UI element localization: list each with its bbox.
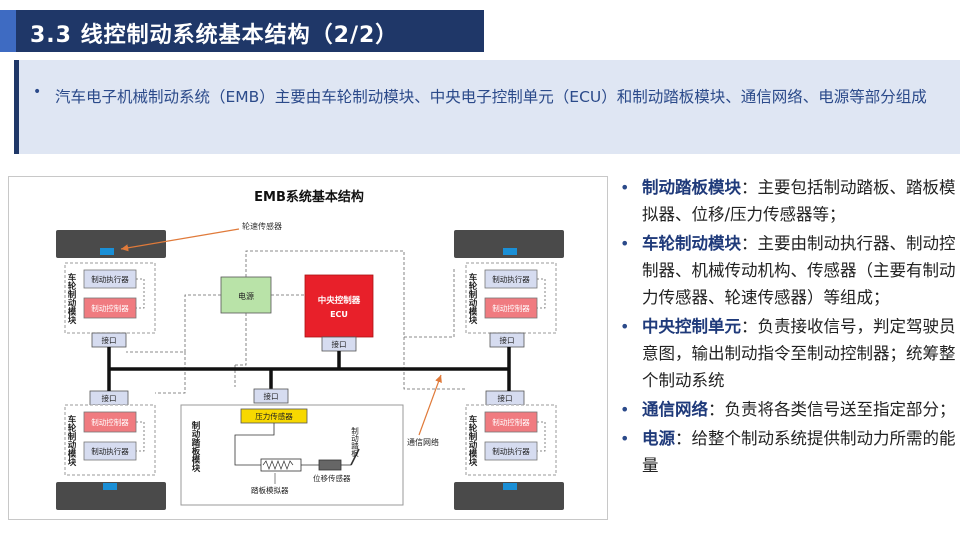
- tire-rear-right: [454, 482, 564, 510]
- list-item: • 通信网络：负责将各类信号送至指定部分；: [614, 396, 958, 423]
- bullet-icon: •: [620, 234, 630, 253]
- intro-box: • 汽车电子机械制动系统（EMB）主要由车轮制动模块、中央电子控制单元（ECU）…: [14, 60, 960, 154]
- power-block: 电源: [220, 276, 272, 314]
- tire-front-right: [454, 230, 564, 258]
- displacement-sensor-label: 位移传感器: [313, 473, 351, 483]
- controller-label: 制动控制器: [492, 303, 530, 313]
- actuator-label: 制动执行器: [91, 446, 129, 456]
- wheel-module-label: 车轮制动模块: [467, 414, 477, 467]
- wheel-speed-arrow: [120, 228, 240, 252]
- title-bar: 3.3 线控制动系统基本结构（2/2）: [0, 10, 484, 52]
- interface-label: 接口: [102, 335, 117, 345]
- tire-rear-left: [56, 482, 166, 510]
- pressure-sensor-label: 压力传感器: [255, 411, 293, 421]
- list-item-text: ：负责接收信号，判定驾驶员意图，输出制动指令至制动控制器；统筹整个制动系统: [642, 317, 956, 390]
- diagram-title: EMB系统基本结构: [254, 189, 364, 205]
- actuator-label: 制动执行器: [91, 274, 129, 284]
- title-accent: [0, 10, 16, 52]
- controller-label: 制动控制器: [492, 417, 530, 427]
- pedal-module: 接口 制动踏板模块 压力传感器 踏板模拟器 位移传感器 制动踏板: [180, 388, 404, 506]
- list-item-text: ：主要由制动执行器、制动控制器、机械传动机构、传感器（主要有制动力传感器、轮速传…: [642, 234, 956, 307]
- bullet-icon: •: [620, 400, 630, 419]
- list-item-heading: 通信网络: [642, 400, 708, 419]
- wheel-speed-sensor-label: 轮速传感器: [242, 221, 282, 231]
- emb-diagram: EMB系统基本结构 轮速传感器 车轮制动模块 制动执行器 制动控制器 接口: [8, 176, 608, 520]
- wheel-module-rear-left: 接口 车轮制动模块 制动控制器 制动执行器: [64, 390, 156, 476]
- interface-label: 接口: [264, 391, 279, 401]
- communication-bus: [107, 347, 511, 391]
- emb-diagram-svg: EMB系统基本结构 轮速传感器 车轮制动模块 制动执行器 制动控制器 接口: [56, 189, 564, 510]
- wheel-module-rear-right: 接口 车轮制动模块 制动控制器 制动执行器: [465, 390, 557, 476]
- ecu-block: 中央控制器 ECU 接口: [304, 274, 374, 352]
- power-wiring: [126, 250, 466, 394]
- ecu-sub-label: ECU: [330, 310, 348, 319]
- list-item-text: ：给整个制动系统提供制动力所需的能量: [642, 429, 956, 475]
- list-item: • 车轮制动模块：主要由制动执行器、制动控制器、机械传动机构、传感器（主要有制动…: [614, 230, 958, 311]
- brake-pedal-label: 制动踏板: [350, 426, 359, 459]
- bullet-icon: •: [620, 178, 630, 197]
- tire-front-left: [56, 230, 166, 258]
- wheel-speed-sensor-fr: [503, 248, 517, 255]
- network-label: 通信网络: [407, 437, 439, 447]
- controller-label: 制动控制器: [91, 303, 129, 313]
- list-item-text: ：负责将各类信号送至指定部分；: [708, 400, 956, 419]
- interface-label: 接口: [332, 339, 347, 349]
- controller-label: 制动控制器: [91, 417, 129, 427]
- page-title: 3.3 线控制动系统基本结构（2/2）: [30, 23, 399, 48]
- intro-bullet-icon: •: [33, 84, 42, 100]
- list-item-heading: 电源: [642, 429, 675, 448]
- interface-label: 接口: [498, 393, 513, 403]
- list-item: • 中央控制单元：负责接收信号，判定驾驶员意图，输出制动指令至制动控制器；统筹整…: [614, 313, 958, 394]
- wheel-module-front-right: 车轮制动模块 制动执行器 制动控制器 接口: [465, 262, 557, 348]
- bullet-icon: •: [620, 317, 630, 336]
- wheel-module-front-left: 车轮制动模块 制动执行器 制动控制器 接口: [64, 262, 156, 348]
- ecu-label: 中央控制器: [318, 295, 361, 306]
- network-arrow: [418, 374, 442, 436]
- list-item-heading: 车轮制动模块: [642, 234, 741, 253]
- list-item-heading: 制动踏板模块: [642, 178, 741, 197]
- wheel-module-label: 车轮制动模块: [66, 272, 76, 325]
- list-item-text: ：主要包括制动踏板、踏板模拟器、位移/压力传感器等；: [642, 178, 956, 224]
- pedal-module-label: 制动踏板模块: [190, 420, 200, 473]
- power-label: 电源: [238, 291, 254, 301]
- interface-label: 接口: [102, 393, 117, 403]
- intro-text: 汽车电子机械制动系统（EMB）主要由车轮制动模块、中央电子控制单元（ECU）和制…: [55, 88, 927, 106]
- list-item-heading: 中央控制单元: [642, 317, 741, 336]
- list-item: • 电源：给整个制动系统提供制动力所需的能量: [614, 425, 958, 479]
- actuator-label: 制动执行器: [492, 274, 530, 284]
- bullet-icon: •: [620, 429, 630, 448]
- pedal-simulator-label: 踏板模拟器: [251, 485, 289, 495]
- wheel-speed-sensor-rr: [503, 483, 517, 490]
- wheel-module-label: 车轮制动模块: [66, 414, 76, 467]
- list-item: • 制动踏板模块：主要包括制动踏板、踏板模拟器、位移/压力传感器等；: [614, 174, 958, 228]
- actuator-label: 制动执行器: [492, 446, 530, 456]
- wheel-speed-sensor-rl: [103, 483, 117, 490]
- wheel-speed-sensor-fl: [100, 248, 114, 255]
- component-list: • 制动踏板模块：主要包括制动踏板、踏板模拟器、位移/压力传感器等； • 车轮制…: [614, 174, 958, 481]
- wheel-module-label: 车轮制动模块: [467, 272, 477, 325]
- interface-label: 接口: [500, 335, 515, 345]
